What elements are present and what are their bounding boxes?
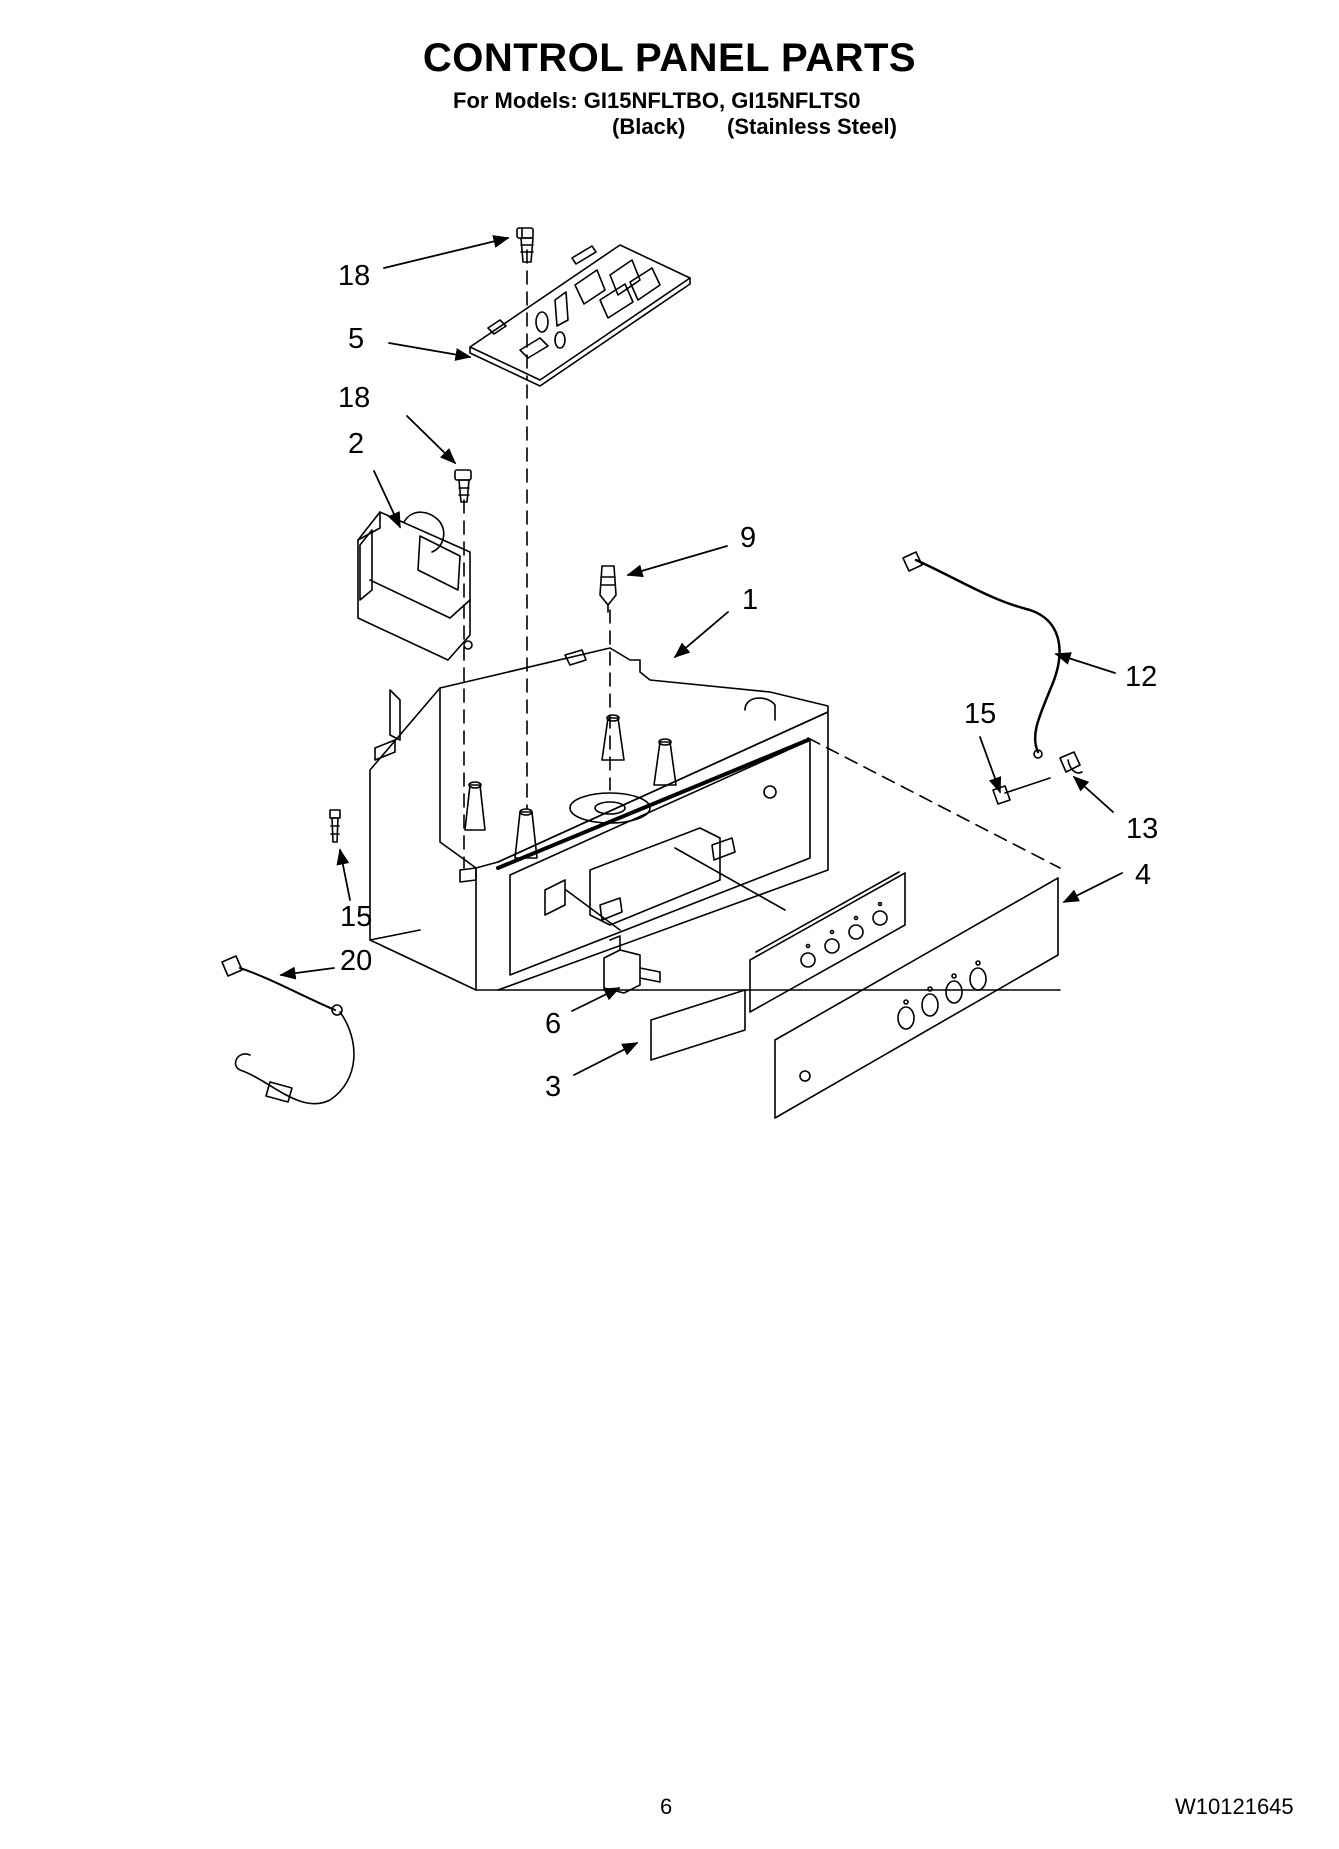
screw-mid <box>455 470 471 502</box>
callout-18-top: 18 <box>338 260 371 292</box>
page-title: CONTROL PANEL PARTS <box>422 36 917 80</box>
screw-right <box>993 778 1050 804</box>
wire-harness-left <box>222 956 354 1104</box>
page-number: 6 <box>660 1794 673 1819</box>
assembly-dashed-lines <box>464 250 1060 868</box>
gasket-strip <box>651 990 745 1060</box>
variant-black: (Black) <box>612 114 686 139</box>
control-housing <box>370 648 1060 990</box>
callout-4: 4 <box>1135 859 1152 891</box>
internal-leaders <box>566 848 785 930</box>
sensor-probe <box>600 566 616 612</box>
models-line: For Models: GI15NFLTBO, GI15NFLTS0 <box>453 88 861 113</box>
touch-panel <box>750 872 905 1012</box>
callout-15-right: 15 <box>964 698 997 730</box>
callout-1: 1 <box>742 584 759 616</box>
callout-6: 6 <box>545 1008 562 1040</box>
relay-module <box>358 512 472 660</box>
callout-9: 9 <box>740 522 757 554</box>
callout-15-left: 15 <box>340 901 373 933</box>
document-number: W10121645 <box>1175 1794 1294 1819</box>
screw-top <box>517 228 533 262</box>
callout-2: 2 <box>348 428 365 460</box>
wire-clip <box>1060 752 1082 773</box>
callout-5: 5 <box>348 323 365 355</box>
control-board <box>470 245 690 386</box>
callout-3: 3 <box>545 1071 562 1103</box>
switch <box>604 936 660 993</box>
wire-harness-right <box>903 552 1060 758</box>
overlay-panel <box>775 878 1058 1118</box>
callout-12: 12 <box>1125 661 1158 693</box>
callout-13: 13 <box>1126 813 1159 845</box>
callout-18-mid: 18 <box>338 382 371 414</box>
callout-20: 20 <box>340 945 373 977</box>
leader-arrows <box>279 235 1122 1075</box>
screw-left <box>330 810 340 842</box>
mounting-bosses <box>465 715 676 858</box>
variant-stainless: (Stainless Steel) <box>727 114 897 139</box>
